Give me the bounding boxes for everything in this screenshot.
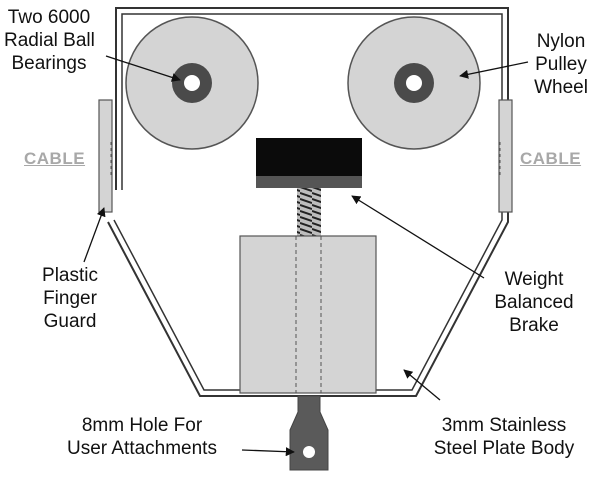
guard-label-line3: Guard: [43, 311, 97, 332]
hole-arrow: [241, 447, 295, 457]
bearings-label-line1: Two 6000: [7, 7, 91, 28]
body-label-line2: Steel Plate Body: [433, 438, 575, 459]
hole-label-line2: User Attachments: [67, 438, 217, 459]
hole-label-line1: 8mm Hole For: [81, 415, 203, 436]
bearings-label: Two 6000 Radial Ball Bearings: [4, 6, 95, 75]
right-bearing-hole: [406, 75, 422, 91]
weight-block: [239, 235, 377, 394]
left-finger-guard: [98, 99, 113, 213]
body-arrow: [403, 369, 441, 401]
guard-label: Plastic Finger Guard: [22, 264, 118, 333]
pulley-label-line3: Wheel: [534, 77, 588, 98]
bearings-arrow: [105, 55, 181, 82]
steel-plate-body-outer: [107, 7, 509, 397]
guard-label-line2: Finger: [43, 288, 97, 309]
body-label: 3mm Stainless Steel Plate Body: [414, 414, 594, 460]
pulley-label: Nylon Pulley Wheel: [528, 30, 594, 99]
brake-pad: [256, 138, 362, 176]
guard-label-line1: Plastic: [42, 265, 98, 286]
guard-arrow: [83, 207, 106, 263]
pulley-label-line1: Nylon: [536, 31, 586, 52]
pulley-label-line2: Pulley: [535, 54, 587, 75]
threaded-rod: [297, 188, 321, 236]
attachment-tab: [289, 395, 329, 471]
brake-label-line3: Brake: [509, 315, 559, 336]
pulley-arrow: [459, 61, 529, 79]
cable-label-right: CABLE: [520, 149, 582, 168]
body-label-line1: 3mm Stainless: [441, 415, 567, 436]
brake-arrow: [351, 195, 485, 279]
brake-label: Weight Balanced Brake: [482, 268, 586, 337]
cable-label-left: CABLE: [24, 149, 86, 168]
hole-label: 8mm Hole For User Attachments: [44, 414, 240, 460]
right-finger-guard: [498, 99, 513, 213]
bearings-label-line2: Radial Ball: [4, 30, 95, 51]
brake-pad-base: [256, 176, 362, 188]
left-bearing-hole: [184, 75, 200, 91]
brake-label-line2: Balanced: [494, 292, 574, 313]
brake-label-line1: Weight: [504, 269, 564, 290]
bearings-label-line3: Bearings: [11, 53, 87, 74]
attachment-hole: [303, 446, 315, 458]
steel-plate-body-inner: [113, 13, 503, 391]
